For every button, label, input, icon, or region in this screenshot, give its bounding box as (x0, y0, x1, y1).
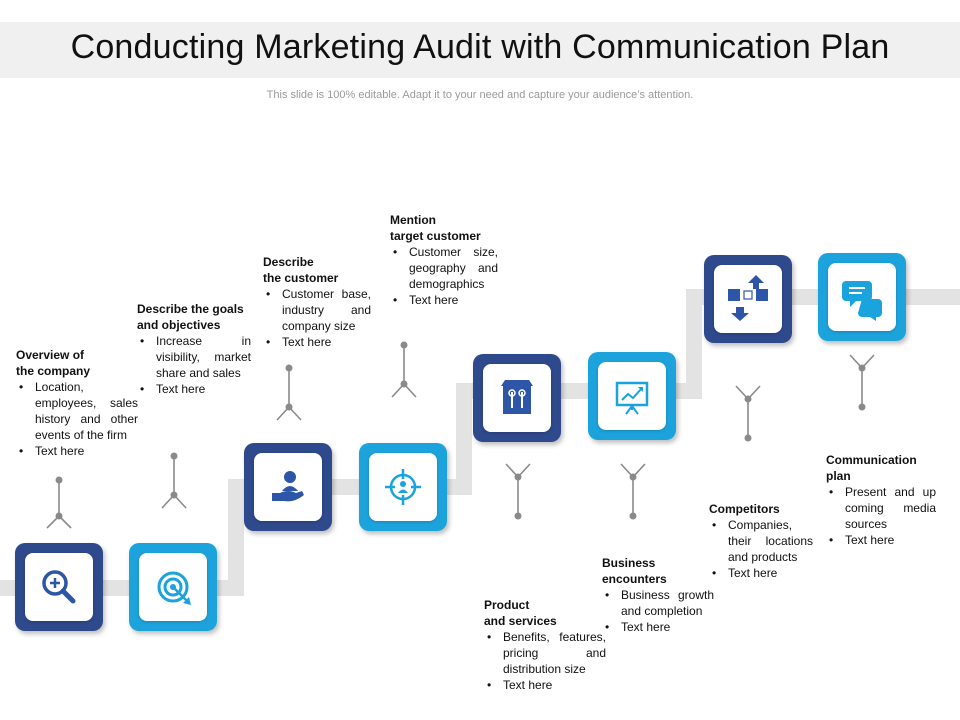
competition-icon (728, 275, 768, 321)
step-bullets: Companies, their locations and productsT… (709, 517, 813, 581)
bullet-item: Location, employees, sales history and o… (16, 379, 138, 443)
bullet-item: Text here (16, 443, 138, 459)
step-tile (15, 543, 103, 631)
step-heading: Describe the customer (263, 255, 339, 285)
step-tile (473, 354, 561, 442)
step-bullets: Location, employees, sales history and o… (16, 379, 138, 459)
step-label: Mention target customerCustomer size, ge… (390, 212, 498, 308)
stick-figure (391, 341, 417, 398)
stick-figure (276, 364, 302, 421)
bullet-item: Customer base, industry and company size (263, 286, 371, 334)
bullet-item: Text here (263, 334, 371, 350)
bullet-item: Text here (826, 532, 936, 548)
target-arrow-icon (157, 571, 191, 605)
step-label: Product and servicesBenefits, features, … (484, 597, 606, 693)
step-bullets: Present and up coming media sourcesText … (826, 484, 936, 548)
step-tile (704, 255, 792, 343)
bullet-item: Text here (602, 619, 714, 635)
step-label: Describe the goals and objectivesIncreas… (137, 301, 251, 397)
step-bullets: Benefits, features, pricing and distribu… (484, 629, 606, 693)
step-heading: Competitors (709, 502, 780, 516)
bullet-item: Companies, their locations and products (709, 517, 813, 565)
bullet-item: Text here (137, 381, 251, 397)
bullet-item: Increase in visibility, market share and… (137, 333, 251, 381)
step-tile (244, 443, 332, 531)
step-heading: Business encounters (602, 556, 667, 586)
bullet-item: Text here (709, 565, 813, 581)
step-label: Overview of the companyLocation, employe… (16, 347, 138, 459)
step-label: Business encountersBusiness growth and c… (602, 555, 714, 635)
step-label: Communication planPresent and up coming … (826, 452, 936, 548)
step-bullets: Customer base, industry and company size… (263, 286, 371, 350)
slide-subtitle: This slide is 100% editable. Adapt it to… (266, 89, 694, 101)
bullet-item: Benefits, features, pricing and distribu… (484, 629, 606, 677)
bullet-item: Text here (390, 292, 498, 308)
step-heading: Overview of the company (16, 348, 91, 378)
step-bullets: Business growth and completionText here (602, 587, 714, 635)
stick-figure (620, 463, 646, 520)
chat-bubbles-icon (842, 281, 882, 321)
step-heading: Describe the goals and objectives (137, 302, 244, 332)
step-heading: Product and services (484, 598, 557, 628)
stick-figure (46, 476, 72, 529)
hand-person-icon (272, 471, 304, 502)
stick-figure (161, 452, 187, 509)
stick-figure (849, 354, 875, 411)
box-tools-icon (501, 380, 533, 414)
bullet-item: Business growth and completion (602, 587, 714, 619)
title-band (0, 22, 960, 78)
magnifier-plus-icon (42, 570, 76, 604)
step-heading: Mention target customer (390, 213, 481, 243)
bullet-item: Text here (484, 677, 606, 693)
slide-title: Conducting Marketing Audit with Communic… (70, 28, 890, 66)
step-heading: Communication plan (826, 453, 917, 483)
step-label: Describe the customerCustomer base, indu… (263, 254, 371, 350)
step-tile (359, 443, 447, 531)
step-bullets: Increase in visibility, market share and… (137, 333, 251, 397)
step-path (0, 289, 960, 596)
bullet-item: Present and up coming media sources (826, 484, 936, 532)
presentation-chart-icon (615, 381, 649, 415)
stick-figure (505, 463, 531, 520)
step-bullets: Customer size, geography and demographic… (390, 244, 498, 308)
step-tile (818, 253, 906, 341)
step-tile (129, 543, 217, 631)
bullet-item: Customer size, geography and demographic… (390, 244, 498, 292)
stick-figure (735, 385, 761, 442)
step-label: CompetitorsCompanies, their locations an… (709, 501, 813, 581)
crosshair-person-icon (385, 469, 421, 505)
step-tile (588, 352, 676, 440)
